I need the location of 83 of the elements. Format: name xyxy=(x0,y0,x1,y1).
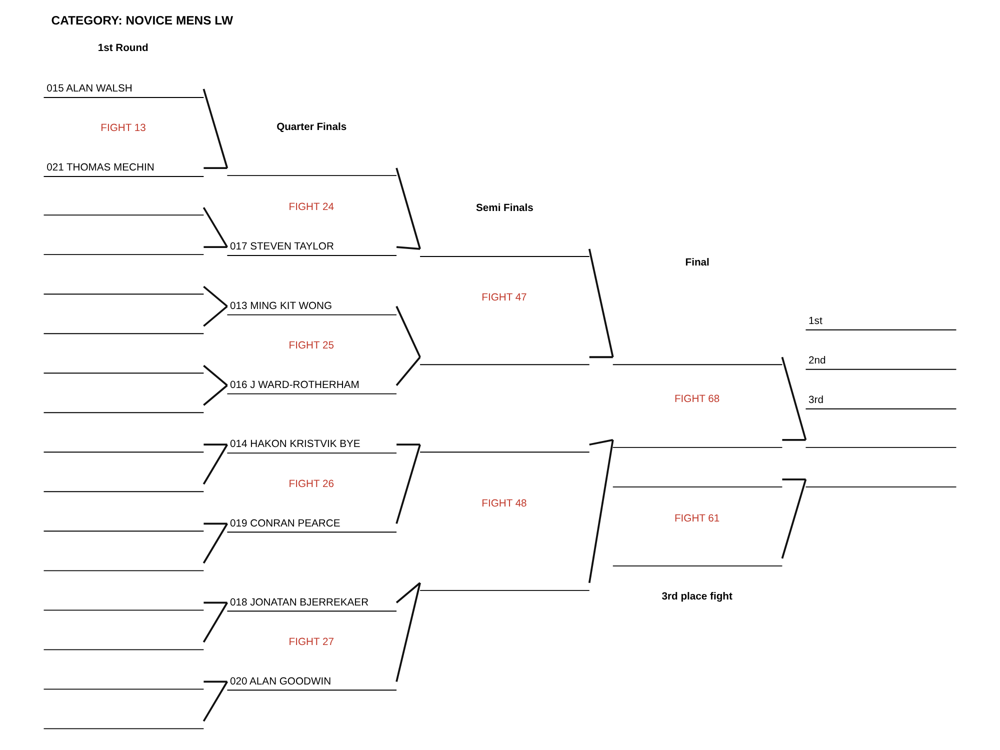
node-bar xyxy=(420,256,590,257)
node-text: 013 MING KIT WONG xyxy=(230,300,332,312)
diagram-title: CATEGORY: NOVICE MENS LW xyxy=(51,13,233,28)
node-bar xyxy=(43,372,204,374)
connector xyxy=(396,582,421,682)
connector xyxy=(202,602,228,643)
node-bar xyxy=(612,486,783,488)
node-bar xyxy=(43,412,204,414)
node-bar xyxy=(43,610,204,611)
label: FIGHT 26 xyxy=(288,478,334,490)
label: FIGHT 27 xyxy=(288,636,334,648)
node-bar xyxy=(43,294,204,295)
node-bar xyxy=(420,364,590,366)
node-bar xyxy=(420,452,590,453)
node-bar xyxy=(43,214,204,216)
connector xyxy=(204,444,228,446)
connector xyxy=(588,440,614,584)
label: FIGHT 25 xyxy=(288,340,334,352)
connector xyxy=(202,681,228,722)
node-bar xyxy=(805,446,957,448)
connector xyxy=(202,444,228,485)
label: Semi Finals xyxy=(476,203,534,214)
node-text: 1st xyxy=(808,316,822,328)
connector xyxy=(588,248,614,358)
node-text: 018 JONATAN BJERREKAER xyxy=(230,597,369,608)
connector xyxy=(203,306,228,327)
connector xyxy=(782,438,806,441)
connector xyxy=(781,356,807,440)
node-bar xyxy=(43,530,204,532)
node-text: 014 HAKON KRISTVIK BYE xyxy=(230,439,360,450)
label: FIGHT 48 xyxy=(482,498,527,510)
node-text: 017 STEVEN TAYLOR xyxy=(230,242,334,253)
label: FIGHT 13 xyxy=(100,123,146,134)
label: FIGHT 68 xyxy=(674,394,720,406)
label: FIGHT 61 xyxy=(674,514,720,525)
connector xyxy=(203,364,228,386)
connector xyxy=(396,168,421,250)
node-bar xyxy=(43,649,204,650)
connector xyxy=(204,246,228,248)
node-bar xyxy=(43,688,204,690)
node-bar xyxy=(43,491,204,492)
connector xyxy=(203,286,228,308)
connector xyxy=(203,384,228,406)
connector xyxy=(204,680,228,683)
connector xyxy=(204,522,228,525)
node-bar xyxy=(612,364,783,366)
connector xyxy=(396,356,421,386)
connector xyxy=(781,479,807,559)
node-bar xyxy=(805,486,957,488)
node-text: 021 THOMAS MECHIN xyxy=(46,162,154,174)
node-bar xyxy=(43,570,204,572)
node-text: 016 J WARD-ROTHERHAM xyxy=(230,380,360,391)
connector xyxy=(202,88,228,168)
label: 3rd place fight xyxy=(662,592,732,603)
node-text: 020 ALAN GOODWIN xyxy=(230,676,332,688)
label: Final xyxy=(685,258,710,269)
node-bar xyxy=(43,333,204,334)
connector xyxy=(396,444,421,524)
label: 1st Round xyxy=(98,43,148,54)
node-bar xyxy=(43,452,204,453)
connector xyxy=(396,582,421,604)
node-text: 3rd xyxy=(808,395,824,406)
connector xyxy=(782,478,806,480)
connector xyxy=(202,207,228,248)
connector xyxy=(204,602,228,604)
connector xyxy=(202,523,228,564)
node-bar xyxy=(420,590,590,591)
label: FIGHT 47 xyxy=(482,292,527,304)
label: Quarter Finals xyxy=(276,122,347,134)
node-bar xyxy=(43,728,204,730)
node-bar xyxy=(226,175,397,176)
connector xyxy=(589,356,613,358)
connector xyxy=(589,438,614,446)
connector xyxy=(204,167,228,169)
connector xyxy=(396,246,420,250)
node-text: 015 ALAN WALSH xyxy=(46,84,132,95)
connector xyxy=(396,444,420,446)
node-bar xyxy=(43,254,204,256)
label: FIGHT 24 xyxy=(288,202,334,214)
node-text: 019 CONRAN PEARCE xyxy=(230,518,340,530)
node-bar xyxy=(612,446,783,448)
node-text: 2nd xyxy=(808,356,826,367)
connector xyxy=(396,306,421,358)
